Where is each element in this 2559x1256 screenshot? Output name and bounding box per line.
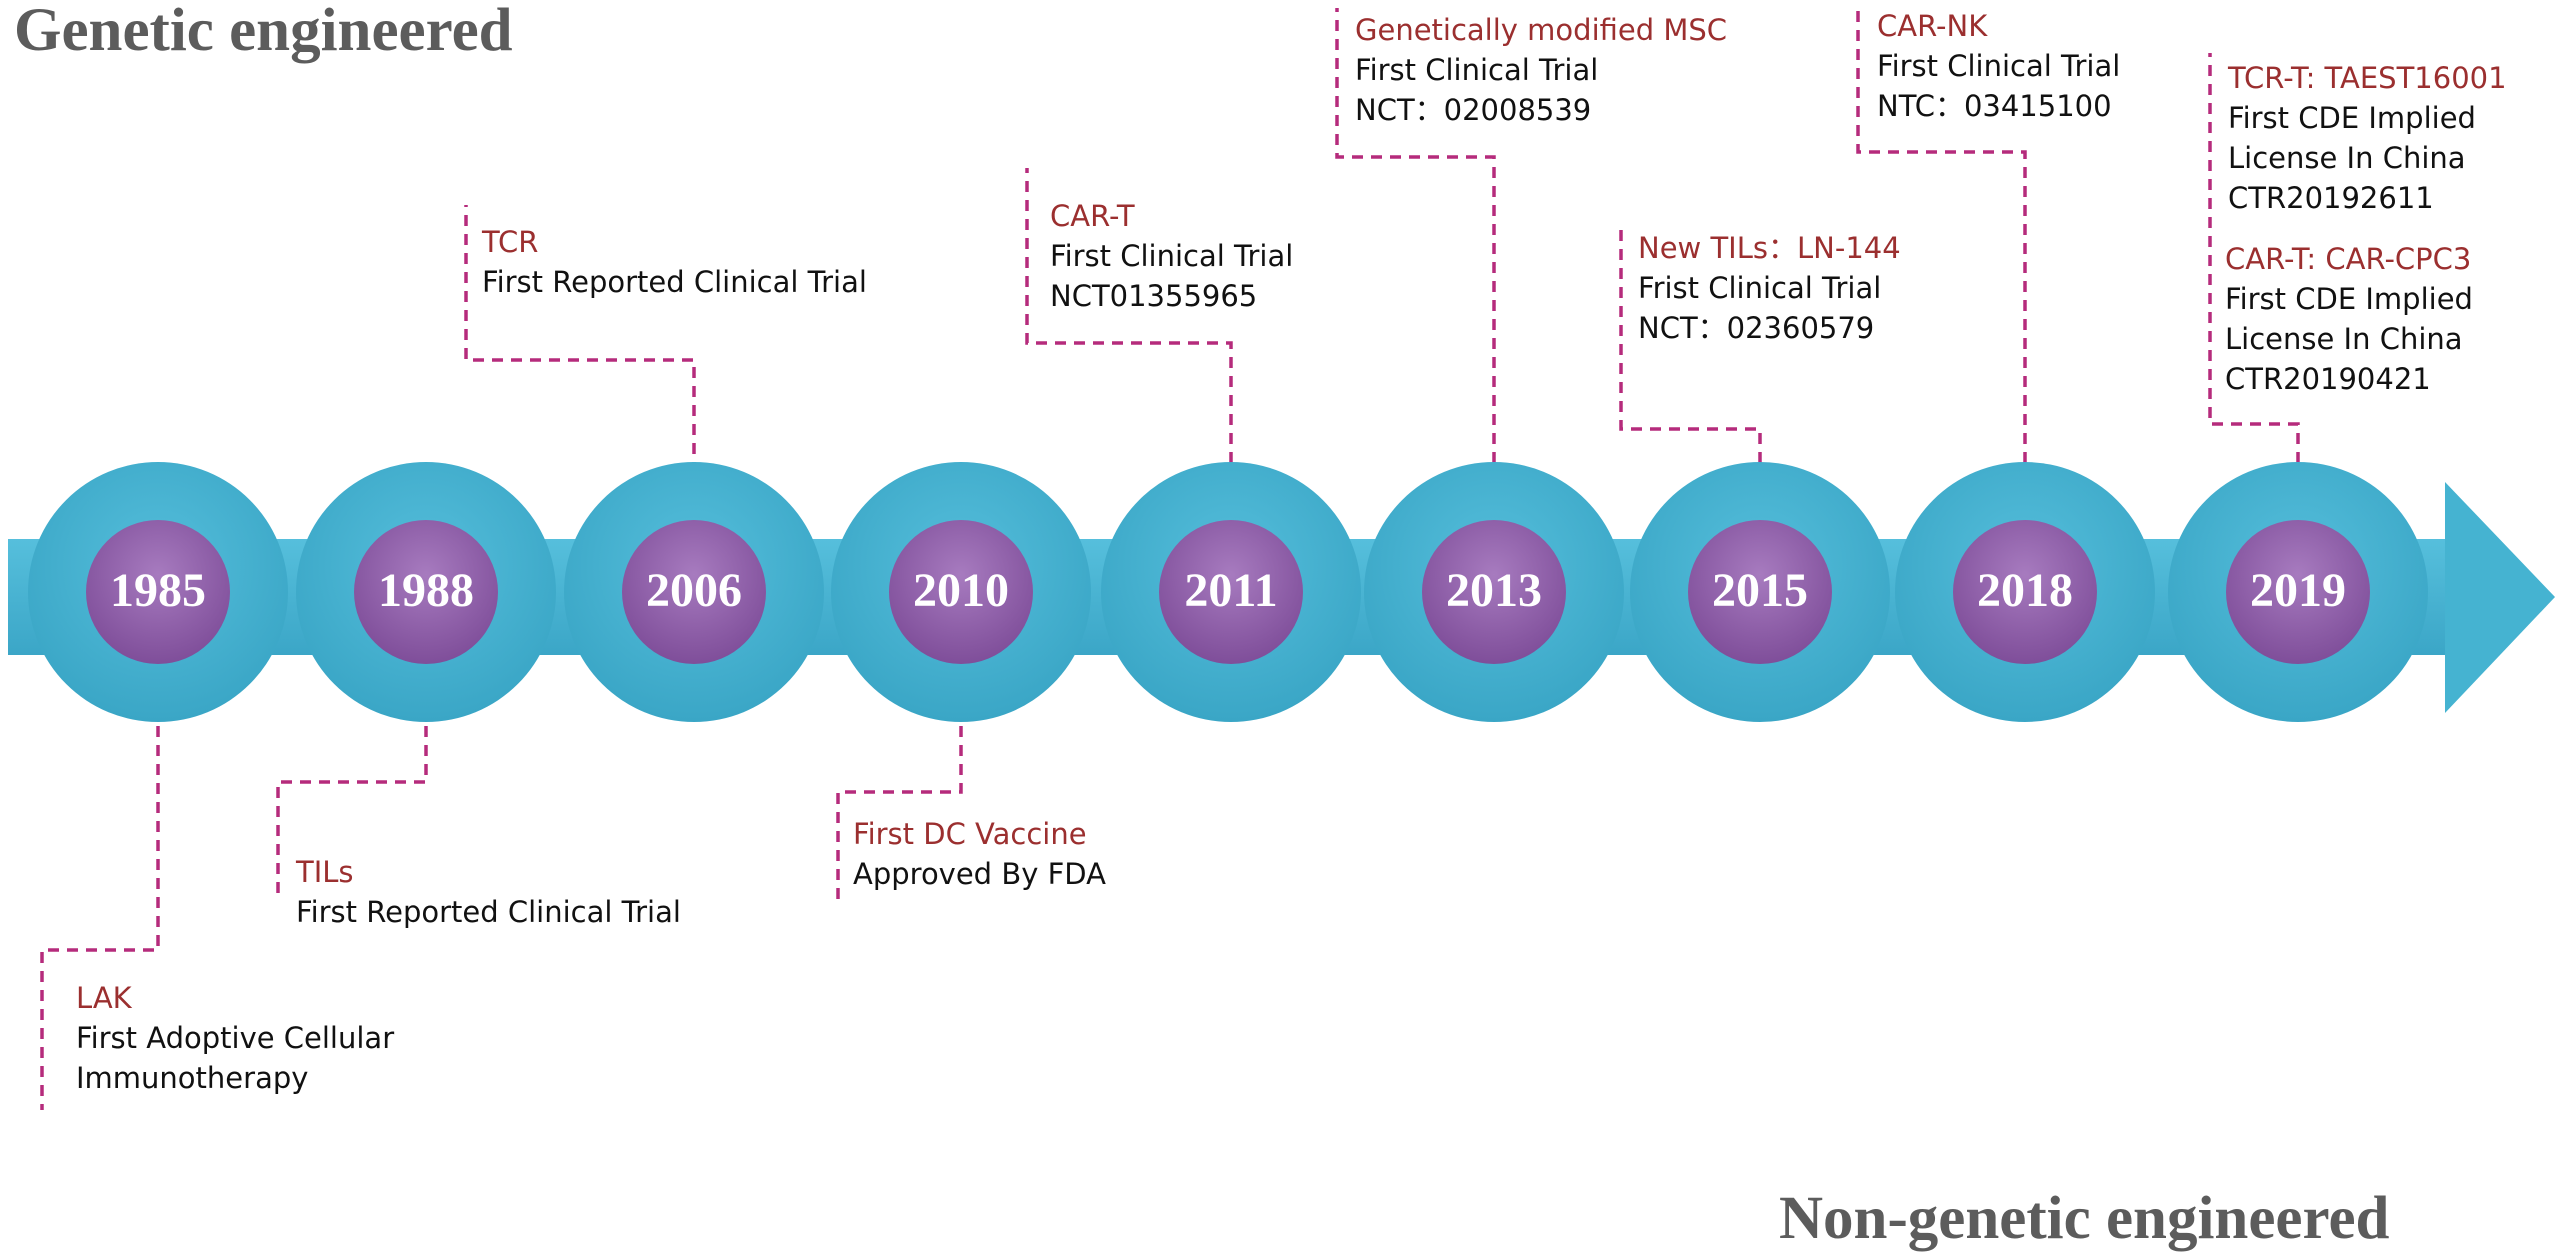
event-detail-line: First Reported Clinical Trial: [482, 265, 867, 299]
year-label-1988: 1988: [378, 564, 474, 617]
event-title: CAR-T: CAR-CPC3: [2225, 242, 2472, 276]
connector-line-2013-5: [1335, 8, 1496, 520]
connector-line-1985-0: [40, 650, 160, 1110]
milestone-inner-circle-2011: [1159, 520, 1303, 664]
year-label-2010: 2010: [913, 564, 1009, 617]
year-label-2013: 2013: [1446, 564, 1542, 617]
connector-line-2006-2: [464, 205, 696, 530]
milestone-inner-circle-2018: [1953, 520, 2097, 664]
timeline-arrow-head: [2445, 482, 2555, 713]
event-title: CAR-T: [1050, 199, 1135, 233]
year-label-2019: 2019: [2250, 564, 2346, 617]
event-detail-line: First Reported Clinical Trial: [296, 895, 681, 929]
year-label-1985: 1985: [110, 564, 206, 617]
event-detail-line: NCT：02360579: [1638, 311, 1875, 345]
event-title: First DC Vaccine: [853, 817, 1087, 851]
milestone-inner-circle-2015: [1688, 520, 1832, 664]
event-detail-line: NTC：03415100: [1877, 89, 2112, 123]
event-detail-line: Approved By FDA: [853, 857, 1106, 891]
year-label-2006: 2006: [646, 564, 742, 617]
event-title: TILs: [296, 855, 354, 889]
event-detail-line: Frist Clinical Trial: [1638, 271, 1882, 305]
event-2013-5: Genetically modified MSC First Clinical T…: [1355, 10, 1727, 130]
event-2006-2: TCR First Reported Clinical Trial: [482, 222, 867, 302]
event-detail-line: First CDE Implied: [2225, 282, 2473, 316]
milestone-inner-circle-1988: [354, 520, 498, 664]
event-title: LAK: [76, 981, 132, 1015]
event-detail-line: First Clinical Trial: [1877, 49, 2121, 83]
event-detail-line: License In China: [2228, 141, 2466, 175]
event-detail-line: First CDE Implied: [2228, 101, 2476, 135]
event-detail-line: NCT01355965: [1050, 279, 1258, 313]
event-detail-line: Immunotherapy: [76, 1061, 309, 1095]
event-detail-line: First Clinical Trial: [1355, 53, 1599, 87]
genetic-engineered-label: Genetic engineered: [14, 0, 513, 64]
milestone-inner-circle-2006: [622, 520, 766, 664]
event-title: New TILs：LN-144: [1638, 231, 1901, 265]
event-detail-line: License In China: [2225, 322, 2463, 356]
milestone-inner-circle-2010: [889, 520, 1033, 664]
event-title: TCR-T: TAEST16001: [2228, 61, 2507, 95]
non-genetic-engineered-label: Non-genetic engineered: [1779, 1185, 2390, 1252]
year-label-2011: 2011: [1184, 564, 1278, 617]
event-title: TCR: [482, 225, 539, 259]
year-label-2018: 2018: [1977, 564, 2073, 617]
event-detail-line: CTR20190421: [2225, 362, 2431, 396]
event-detail-line: First Adoptive Cellular: [76, 1021, 395, 1055]
milestone-inner-circle-1985: [86, 520, 230, 664]
milestone-inner-circle-2019: [2226, 520, 2370, 664]
event-title: Genetically modified MSC: [1355, 13, 1728, 47]
milestone-inner-circle-2013: [1422, 520, 1566, 664]
event-detail-line: First Clinical Trial: [1050, 239, 1294, 273]
year-label-2015: 2015: [1712, 564, 1808, 617]
event-detail-line: CTR20192611: [2228, 181, 2434, 215]
event-title: CAR-NK: [1877, 9, 1988, 43]
event-detail-line: NCT：02008539: [1355, 93, 1592, 127]
